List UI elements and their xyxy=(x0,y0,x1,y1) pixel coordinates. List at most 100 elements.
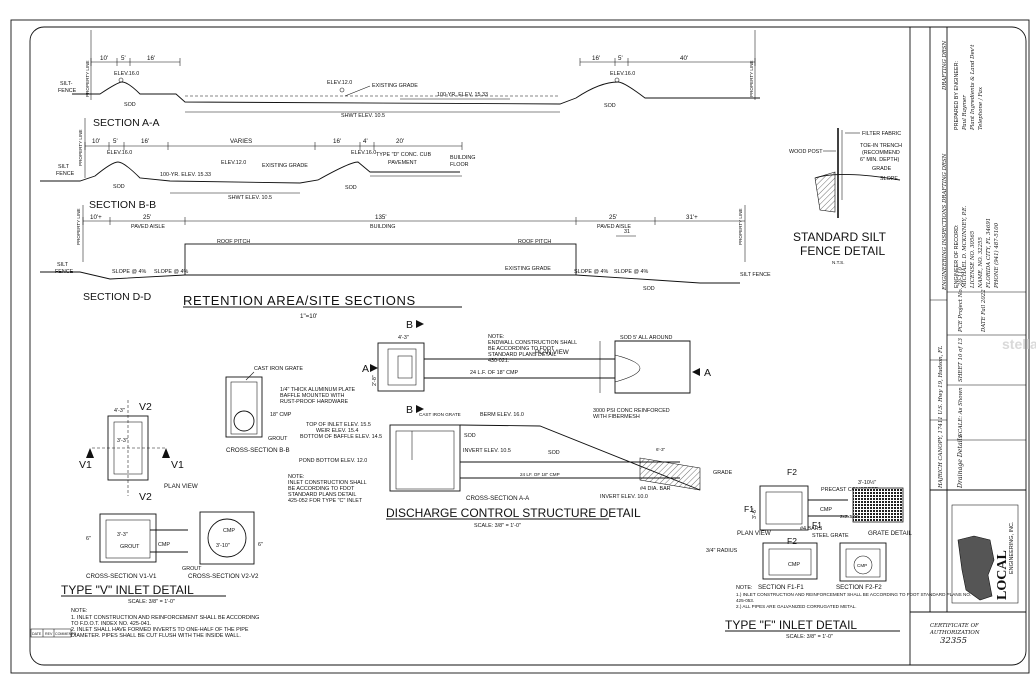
wood-post-label: WOOD POST xyxy=(789,149,823,155)
f2-marker: F2 xyxy=(787,467,797,477)
curb-label: TYPE "D" CONC. CUB xyxy=(376,152,431,158)
silt-fence-label: FENCE xyxy=(58,88,77,94)
sod-label: SOD xyxy=(124,102,136,108)
sod-label: SOD xyxy=(604,103,616,109)
endwall-note: 430-021. xyxy=(488,358,509,364)
prepared-line: Telephone / Fax xyxy=(978,87,984,130)
dim-text: 6" xyxy=(86,536,91,542)
revision-header: COMMENTS xyxy=(55,632,77,636)
existing-grade-label: EXISTING GRADE xyxy=(372,83,418,89)
elev-label: ELEV.12.0 xyxy=(327,80,352,86)
existing-grade-label: EXISTING GRADE xyxy=(262,163,308,169)
prepared-line: Plant Ingredients & Land Dev't xyxy=(970,44,976,131)
dim-text: 3'-10" xyxy=(216,543,230,549)
silt-fence-label: FENCE xyxy=(56,171,75,177)
dim-text: 5' xyxy=(618,55,623,62)
detail-scale: SCALE: 3/8" = 1'-0" xyxy=(474,523,521,529)
building-floor-label: FLOOR xyxy=(450,162,469,168)
title-row: ENGINEERING INSPECTIONS DRAFTING DRSN xyxy=(942,153,948,291)
engineer-line: PHONE (941) 487-5100 xyxy=(993,222,1000,289)
note-title: NOTE: xyxy=(71,608,87,614)
dia-bar-label: #4 DIA. BAR xyxy=(640,486,671,492)
endwall-note: BE ACCORDING TO FDOT xyxy=(488,346,555,352)
endwall-note: ENDWALL CONSTRUCTION SHALL xyxy=(488,340,577,346)
cmp-label: CMP xyxy=(857,563,867,568)
dim-text: 2'-8" xyxy=(372,375,378,386)
cert-line: 32355 xyxy=(940,636,967,646)
logo-state-shape xyxy=(957,535,995,601)
sod-label: SOD xyxy=(345,185,357,191)
dim-text: 4'-3" xyxy=(398,335,409,341)
silt-fence-label: SILT- xyxy=(60,81,73,87)
dim-text: 4'-3" xyxy=(114,408,125,414)
plan-view-label: PLAN VIEW xyxy=(164,483,198,490)
invert-label: INVERT ELEV. 10.5 xyxy=(463,448,511,454)
endwall-note: STANDARD PLANS DETAIL xyxy=(488,352,556,358)
type-f-inlet: CMP F2 F2 F1 F1 3'-6" PRECAST CONCRETE #… xyxy=(706,467,971,640)
cmp-label: CMP xyxy=(820,507,832,513)
inner-border xyxy=(29,26,1027,666)
f1-marker: F1 xyxy=(744,504,754,514)
grate-graphic xyxy=(852,487,904,523)
silt-fence-label: SILT FENCE xyxy=(740,272,771,278)
section-label: SECTION F2-F2 xyxy=(836,584,882,591)
note-line: 1. INLET CONSTRUCTION AND REINFORCEMENT … xyxy=(71,615,259,621)
engineer-line: ENGINEER OF RECORD: xyxy=(954,225,960,289)
cmp-label: CMP xyxy=(158,542,170,548)
cmp-label: 18" CMP xyxy=(270,412,292,418)
revision-block: DATE REV COMMENTS xyxy=(30,628,77,638)
dim-text: VARIES xyxy=(230,138,252,145)
slope-label: SLOPE @ 4% xyxy=(574,269,608,275)
cert-line: AUTHORIZATION xyxy=(929,630,980,636)
property-line-label: PROPERTY LINE xyxy=(738,208,743,245)
pipe-label: 24 L.F. OF 18" CMP xyxy=(470,370,518,376)
type-v-inlet: V2 V2 V1 V1 4'-3" 3'-3" PLAN VIEW CMP GR… xyxy=(61,400,263,639)
property-line-label: PROPERTY LINE xyxy=(78,129,83,166)
inlet-note: 425-052 FOR TYPE "C" INLET xyxy=(288,498,363,504)
detail-title: DISCHARGE CONTROL STRUCTURE DETAIL xyxy=(386,506,641,520)
v2-marker: V2 xyxy=(139,491,152,503)
shwt-label: SHWT ELEV. 10.5 xyxy=(341,113,385,119)
project-number: PCE Project No. 20-110 xyxy=(958,267,964,333)
cert-line: CERTIFICATE OF xyxy=(930,623,979,629)
logo-text: LOCAL xyxy=(995,550,1010,600)
dim-text: 40' xyxy=(680,55,688,62)
berm-label: BERM ELEV. 16.0 xyxy=(480,412,524,418)
detail-title: TYPE "V" INLET DETAIL xyxy=(61,583,194,597)
flood-elev-label: 100-YR. ELEV. 15.33 xyxy=(437,92,488,98)
main-scale: 1"=10' xyxy=(300,313,317,320)
grade-label: GRADE xyxy=(872,166,892,172)
inlet-note: INLET CONSTRUCTION SHALL xyxy=(288,480,367,486)
revision-header: DATE xyxy=(32,632,42,636)
scale-label: SCALE: As Shown xyxy=(958,387,964,437)
section-title: SECTION B-B xyxy=(89,199,156,211)
slope-label: SLOPE @ 4% xyxy=(112,269,146,275)
detail-title: TYPE "F" INLET DETAIL xyxy=(725,618,857,632)
elev-label: ELEV.16.0 xyxy=(610,71,635,77)
slope-label: SLOPE xyxy=(880,176,898,182)
endwall-note: NOTE: xyxy=(488,334,504,340)
toe-in-label: TOE-IN TRENCH xyxy=(860,143,902,149)
existing-grade-label: EXISTING GRADE xyxy=(505,266,551,272)
grout-label: GROUT xyxy=(182,566,202,572)
dim-text: 4' xyxy=(363,138,368,145)
note-line: TO F.D.O.T. INDEX NO. 425-041. xyxy=(71,621,151,627)
silt-fence-label: SILT xyxy=(58,164,70,170)
sod-label: SOD xyxy=(464,433,476,439)
dim-text: 135' xyxy=(375,214,387,221)
section-bb: PROPERTY LINE 10' 5' 16' VARIES 16' 4' 2… xyxy=(40,118,475,211)
cmp-label: CMP xyxy=(788,562,800,568)
paved-aisle-label: PAVED AISLE xyxy=(131,224,165,230)
top-inlet-label: TOP OF INLET ELEV. 15.5 xyxy=(306,422,371,428)
grade-label: GRADE xyxy=(713,470,733,476)
paved-aisle-label: PAVED AISLE xyxy=(597,224,631,230)
dim-text: 16' xyxy=(333,138,341,145)
engineer-line: MICHAEL D. MCKINNEY, P.E. xyxy=(962,205,968,289)
inlet-note: BE ACCORDING TO FDOT xyxy=(288,486,355,492)
dim-text: 3'-3" xyxy=(117,532,128,538)
toe-in-label: 6" MIN. DEPTH) xyxy=(860,157,900,163)
baffle-label: RUST-PROOF HARDWARE xyxy=(280,399,348,405)
dim-text: 25' xyxy=(143,214,151,221)
prepared-line: Paul Raymer xyxy=(962,95,968,131)
dim-text: 20' xyxy=(396,138,404,145)
